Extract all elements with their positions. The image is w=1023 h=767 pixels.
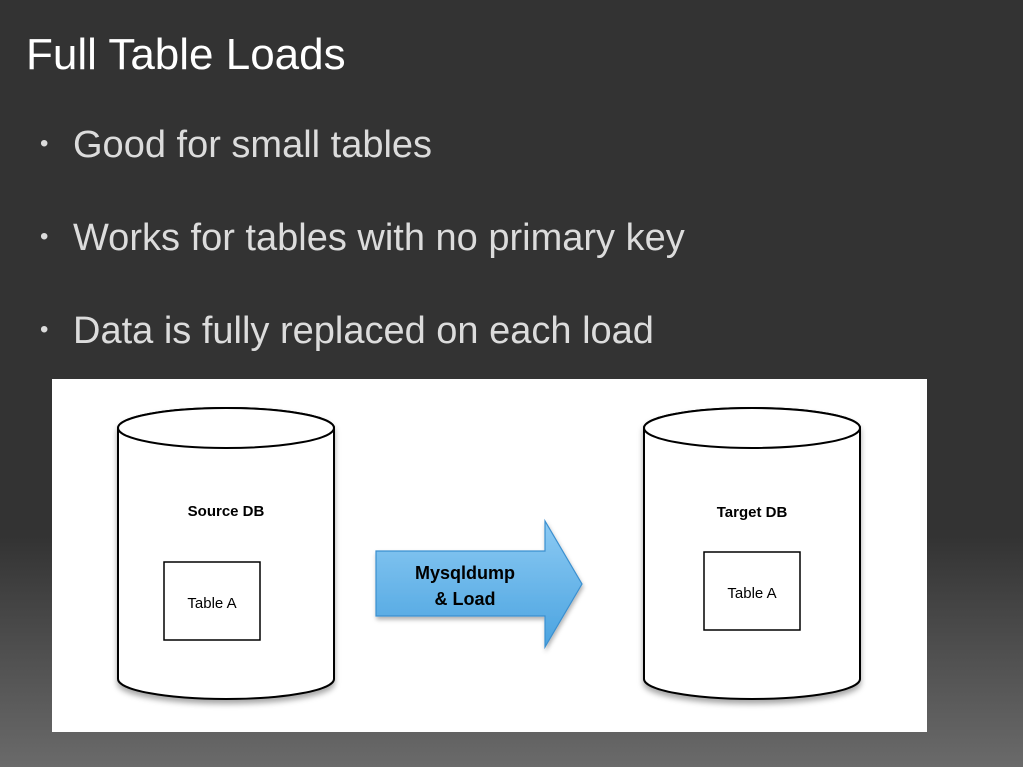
target-db-cylinder: Target DB Table A xyxy=(643,407,861,700)
bullet-text: Data is fully replaced on each load xyxy=(73,310,654,352)
source-db-cylinder: Source DB Table A xyxy=(117,407,335,700)
source-table-box xyxy=(163,561,261,641)
bullet-text: Works for tables with no primary key xyxy=(73,217,685,259)
source-db-top xyxy=(117,407,335,449)
transfer-arrow: Mysqldump & Load xyxy=(375,518,583,650)
bullet-marker: • xyxy=(40,130,49,157)
target-db-top xyxy=(643,407,861,449)
target-table-box xyxy=(703,551,801,631)
arrow-label-line1: Mysqldump xyxy=(415,563,515,583)
bullet-marker: • xyxy=(40,316,49,343)
slide-title: Full Table Loads xyxy=(26,30,346,79)
target-db-label: Target DB xyxy=(717,504,788,521)
arrow-shape xyxy=(375,518,583,650)
bullet-marker: • xyxy=(40,223,49,250)
diagram-panel: Source DB Table A Mysqldump & Load Targe… xyxy=(52,379,927,732)
bullet-text: Good for small tables xyxy=(73,124,433,166)
source-table-label: Table A xyxy=(187,595,236,612)
target-table-label: Table A xyxy=(727,585,776,602)
arrow-label-line2: & Load xyxy=(435,589,496,609)
diagram-svg: Source DB Table A Mysqldump & Load Targe… xyxy=(117,407,861,700)
source-db-body xyxy=(117,407,335,700)
source-db-label: Source DB xyxy=(188,503,265,520)
